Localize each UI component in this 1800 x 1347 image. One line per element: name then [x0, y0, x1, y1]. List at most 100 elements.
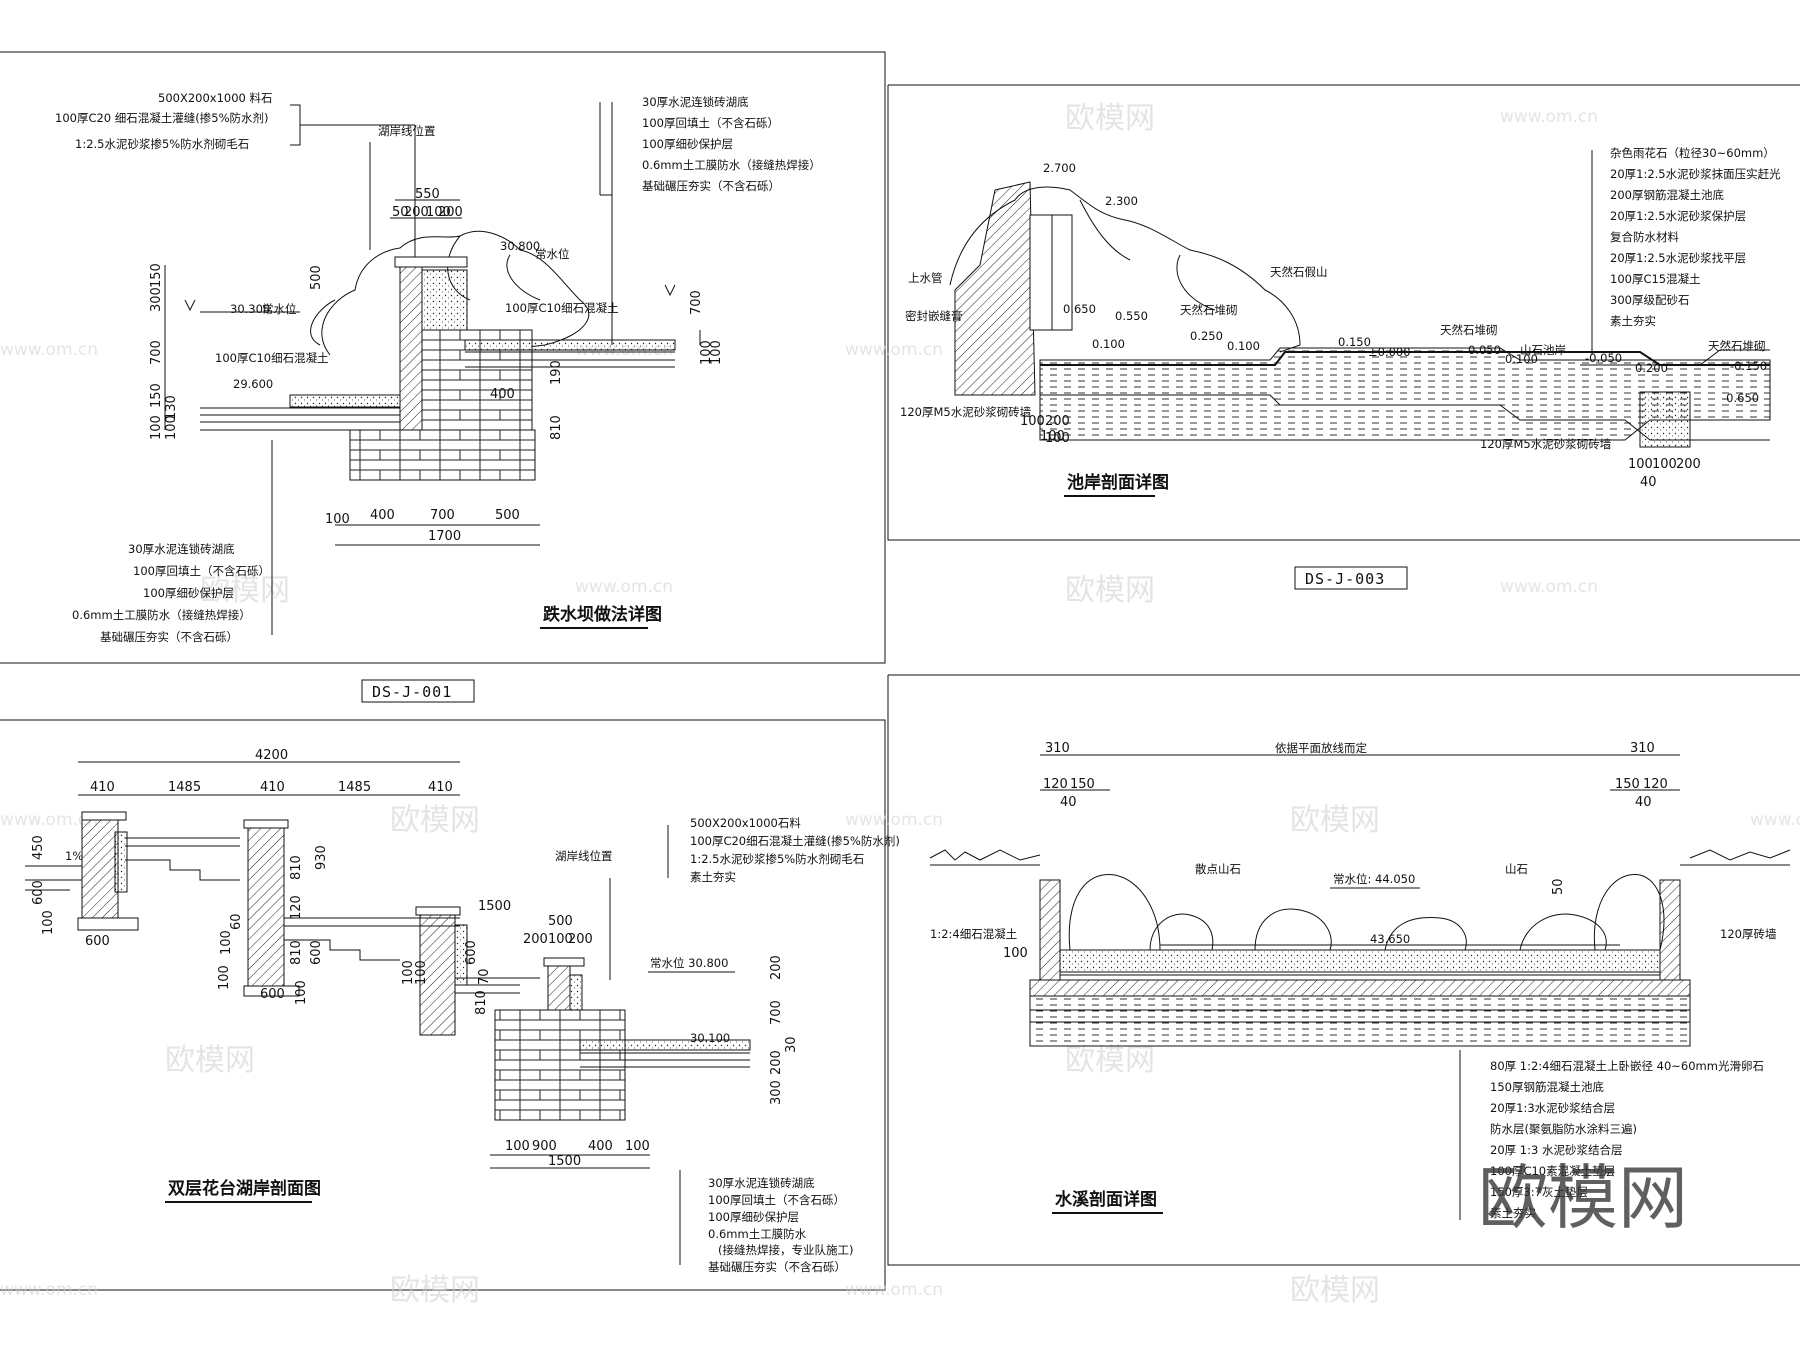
svg-text:200: 200 [1676, 457, 1701, 472]
svg-text:0.250: 0.250 [1190, 329, 1223, 343]
svg-text:30.800: 30.800 [500, 239, 540, 253]
svg-text:900: 900 [532, 1139, 557, 1154]
svg-text:100: 100 [149, 415, 164, 440]
svg-text:150厚3:7灰土垫层: 150厚3:7灰土垫层 [1490, 1185, 1588, 1199]
svg-text:200厚钢筋混凝土池底: 200厚钢筋混凝土池底 [1610, 188, 1724, 202]
svg-text:810: 810 [289, 855, 304, 880]
svg-text:100: 100 [41, 910, 56, 935]
svg-text:200: 200 [438, 205, 463, 220]
svg-text:天然石堆砌: 天然石堆砌 [1180, 303, 1238, 317]
svg-text:1:2:4细石混凝土: 1:2:4细石混凝土 [930, 927, 1017, 941]
svg-text:700: 700 [689, 290, 704, 315]
svg-text:欧模网: 欧模网 [390, 1273, 480, 1308]
svg-text:100: 100 [294, 980, 309, 1005]
svg-text:20厚1:3水泥砂浆结合层: 20厚1:3水泥砂浆结合层 [1490, 1101, 1615, 1115]
svg-text:常水位: 44.050: 常水位: 44.050 [1333, 872, 1415, 886]
svg-text:欧模网: 欧模网 [390, 803, 480, 838]
svg-text:(接缝热焊接，专业队施工): (接缝热焊接，专业队施工) [718, 1243, 853, 1257]
svg-text:100厚细砂保护层: 100厚细砂保护层 [708, 1210, 799, 1224]
svg-text:0.050: 0.050 [1468, 343, 1501, 357]
code-ds-j-001: DS-J-001 [361, 679, 475, 703]
svg-text:-0.050: -0.050 [1585, 351, 1622, 365]
svg-text:200: 200 [769, 955, 784, 980]
svg-text:190: 190 [549, 360, 564, 385]
svg-text:30: 30 [784, 1036, 799, 1053]
svg-text:2.700: 2.700 [1043, 161, 1076, 175]
svg-text:基础碾压夯实（不含石砾）: 基础碾压夯实（不含石砾） [642, 179, 780, 193]
svg-text:0.6mm土工膜防水: 0.6mm土工膜防水 [708, 1227, 807, 1241]
svg-text:4200: 4200 [255, 748, 288, 763]
svg-text:100: 100 [1628, 457, 1653, 472]
svg-text:1500: 1500 [478, 899, 511, 914]
svg-text:700: 700 [149, 340, 164, 365]
svg-text:100: 100 [401, 960, 416, 985]
svg-text:1%: 1% [65, 849, 83, 863]
svg-text:DS-J-003: DS-J-003 [1305, 570, 1385, 588]
svg-text:0.6mm土工膜防水（接缝热焊接）: 0.6mm土工膜防水（接缝热焊接） [72, 608, 251, 622]
p1-label-stone: 500X200x1000 料石 [158, 91, 273, 105]
svg-text:www.om.cn: www.om.cn [845, 1280, 943, 1300]
svg-text:www.om.cn: www.om.cn [845, 810, 943, 830]
svg-text:80厚 1:2:4细石混凝土上卧嵌径 40~60mm光滑卵石: 80厚 1:2:4细石混凝土上卧嵌径 40~60mm光滑卵石 [1490, 1059, 1764, 1073]
svg-text:20厚1:2.5水泥砂浆找平层: 20厚1:2.5水泥砂浆找平层 [1610, 251, 1746, 265]
svg-text:2.300: 2.300 [1105, 194, 1138, 208]
svg-text:120厚砖墙: 120厚砖墙 [1720, 927, 1777, 941]
large-watermark-logo: 欧模网 [1478, 1157, 1688, 1239]
svg-text:50: 50 [392, 205, 409, 220]
svg-text:欧模网: 欧模网 [165, 1043, 255, 1078]
svg-text:1500: 1500 [548, 1154, 581, 1169]
p1-label-masonry: 1:2.5水泥砂浆掺5%防水剂砌毛石 [75, 137, 249, 151]
svg-text:www.om.cn: www.om.cn [1750, 810, 1800, 830]
svg-text:湖岸线位置: 湖岸线位置 [555, 849, 613, 863]
svg-text:300: 300 [769, 1080, 784, 1105]
svg-text:50: 50 [1551, 878, 1566, 895]
svg-text:0.650: 0.650 [1063, 302, 1096, 316]
svg-text:1700: 1700 [428, 529, 461, 544]
svg-text:150: 150 [149, 263, 164, 288]
svg-text:0.100: 0.100 [1092, 337, 1125, 351]
svg-text:www.om.cn: www.om.cn [0, 340, 98, 360]
svg-text:29.600: 29.600 [233, 377, 273, 391]
svg-text:600: 600 [31, 880, 46, 905]
svg-text:100: 100 [164, 415, 179, 440]
svg-text:600: 600 [260, 987, 285, 1002]
panel-frames [0, 51, 1800, 1291]
svg-text:www.om.cn: www.om.cn [0, 810, 98, 830]
svg-text:www.om.cn: www.om.cn [845, 340, 943, 360]
svg-text:150: 150 [1070, 777, 1095, 792]
svg-text:上水管: 上水管 [908, 271, 943, 285]
svg-text:素土夯实: 素土夯实 [690, 870, 736, 884]
svg-text:100: 100 [1020, 414, 1045, 429]
svg-text:700: 700 [769, 1000, 784, 1025]
svg-text:常水位 30.800: 常水位 30.800 [650, 956, 728, 970]
svg-text:20厚 1:3 水泥砂浆结合层: 20厚 1:3 水泥砂浆结合层 [1490, 1143, 1622, 1157]
svg-text:www.om.cn: www.om.cn [575, 577, 673, 597]
p1-title: 跌水坝做法详图 [543, 604, 662, 625]
svg-text:100: 100 [1040, 429, 1065, 444]
svg-text:100: 100 [426, 205, 451, 220]
svg-text:常水位: 常水位 [262, 302, 297, 316]
svg-text:0.100: 0.100 [1227, 339, 1260, 353]
svg-text:550: 550 [415, 187, 440, 202]
svg-text:40: 40 [1635, 795, 1652, 810]
svg-text:素土夯实: 素土夯实 [1610, 314, 1656, 328]
svg-text:60: 60 [229, 913, 244, 930]
svg-text:±0.000: ±0.000 [1368, 345, 1411, 359]
svg-text:30厚水泥连锁砖湖底: 30厚水泥连锁砖湖底 [708, 1176, 815, 1190]
svg-text:欧模网: 欧模网 [200, 573, 290, 608]
svg-text:www.om.cn: www.om.cn [1500, 577, 1598, 597]
svg-text:150厚钢筋混凝土池底: 150厚钢筋混凝土池底 [1490, 1080, 1604, 1094]
svg-text:100厚C20细石混凝土灌缝(掺5%防水剂): 100厚C20细石混凝土灌缝(掺5%防水剂) [690, 834, 900, 848]
svg-text:410: 410 [90, 780, 115, 795]
svg-text:40: 40 [1640, 475, 1657, 490]
svg-text:20厚1:2.5水泥砂浆保护层: 20厚1:2.5水泥砂浆保护层 [1610, 209, 1746, 223]
svg-text:120厚M5水泥砂浆砌砖墙: 120厚M5水泥砂浆砌砖墙 [1480, 437, 1612, 451]
svg-text:100: 100 [1003, 946, 1028, 961]
svg-text:100: 100 [219, 930, 234, 955]
svg-text:20厚1:2.5水泥砂浆抹面压实赶光: 20厚1:2.5水泥砂浆抹面压实赶光 [1610, 167, 1781, 181]
svg-text:天然石堆砌: 天然石堆砌 [1440, 323, 1498, 337]
svg-text:43.650: 43.650 [1370, 932, 1410, 946]
svg-text:杂色雨花石（粒径30~60mm）: 杂色雨花石（粒径30~60mm） [1610, 146, 1775, 160]
svg-text:常水位: 常水位 [535, 247, 570, 261]
